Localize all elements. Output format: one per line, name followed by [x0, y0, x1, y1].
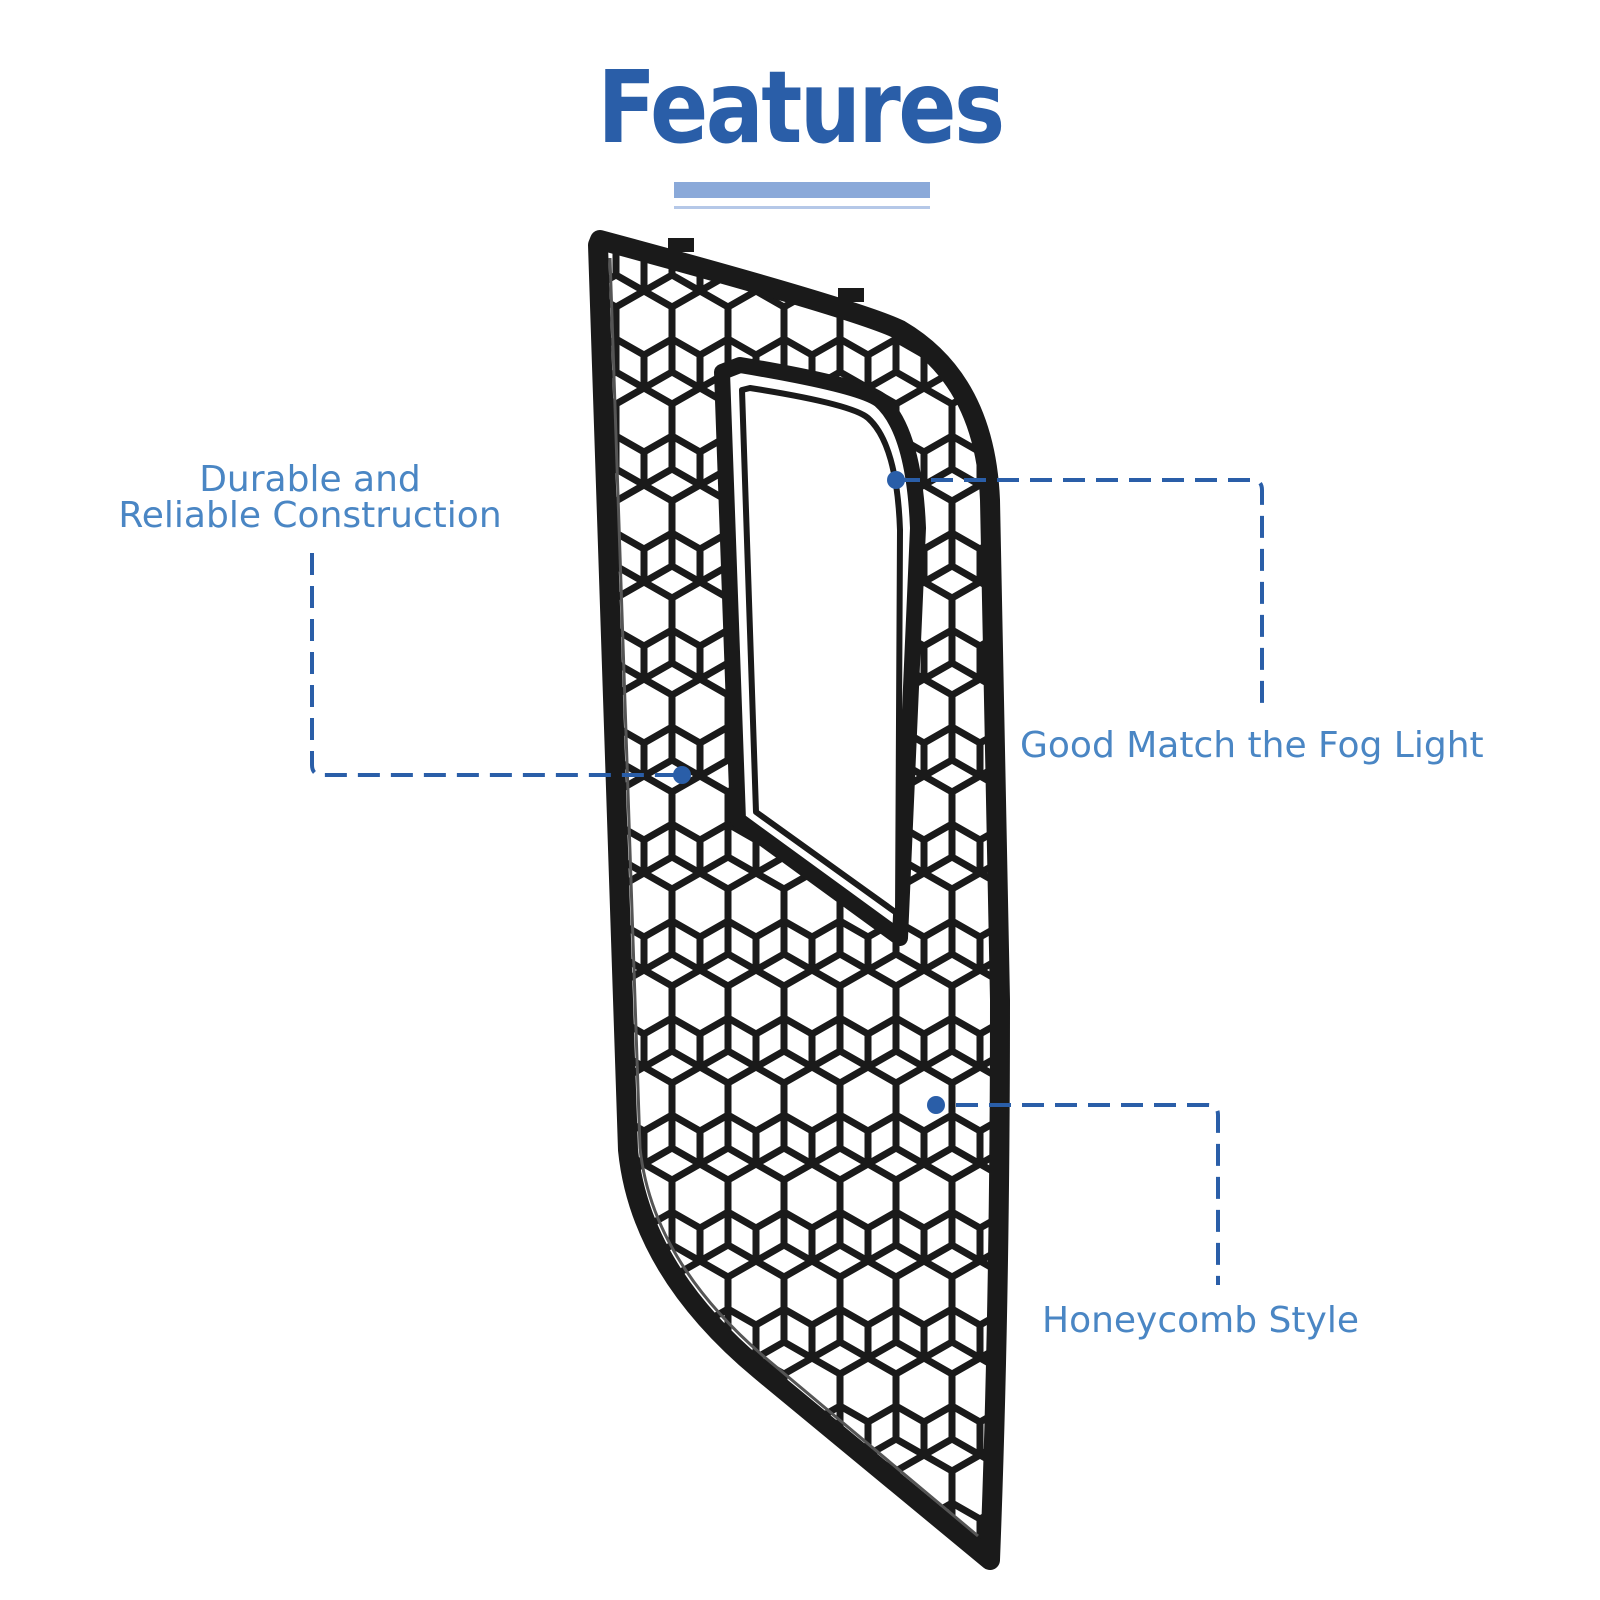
- page-title: Features: [597, 49, 1005, 166]
- callout-durable-construction: Durable and Reliable Construction: [100, 462, 520, 534]
- title-underline-thin: [674, 206, 930, 209]
- leader-line-durable: [310, 553, 680, 777]
- callout-honeycomb-style: Honeycomb Style: [1042, 1300, 1359, 1341]
- callout-dot-durable: [673, 766, 691, 784]
- callout-fog-light-match: Good Match the Fog Light: [1020, 725, 1484, 766]
- callout-dot-honeycomb: [927, 1096, 945, 1114]
- leader-line-fog-light: [898, 478, 1264, 705]
- callout-durable-line1: Durable and: [199, 459, 421, 500]
- title-underline: [674, 182, 930, 198]
- callout-durable-line2: Reliable Construction: [118, 495, 502, 536]
- grille-outer-frame: [588, 230, 1010, 1570]
- leader-line-honeycomb: [956, 1103, 1220, 1285]
- callout-dot-fog-light: [887, 471, 905, 489]
